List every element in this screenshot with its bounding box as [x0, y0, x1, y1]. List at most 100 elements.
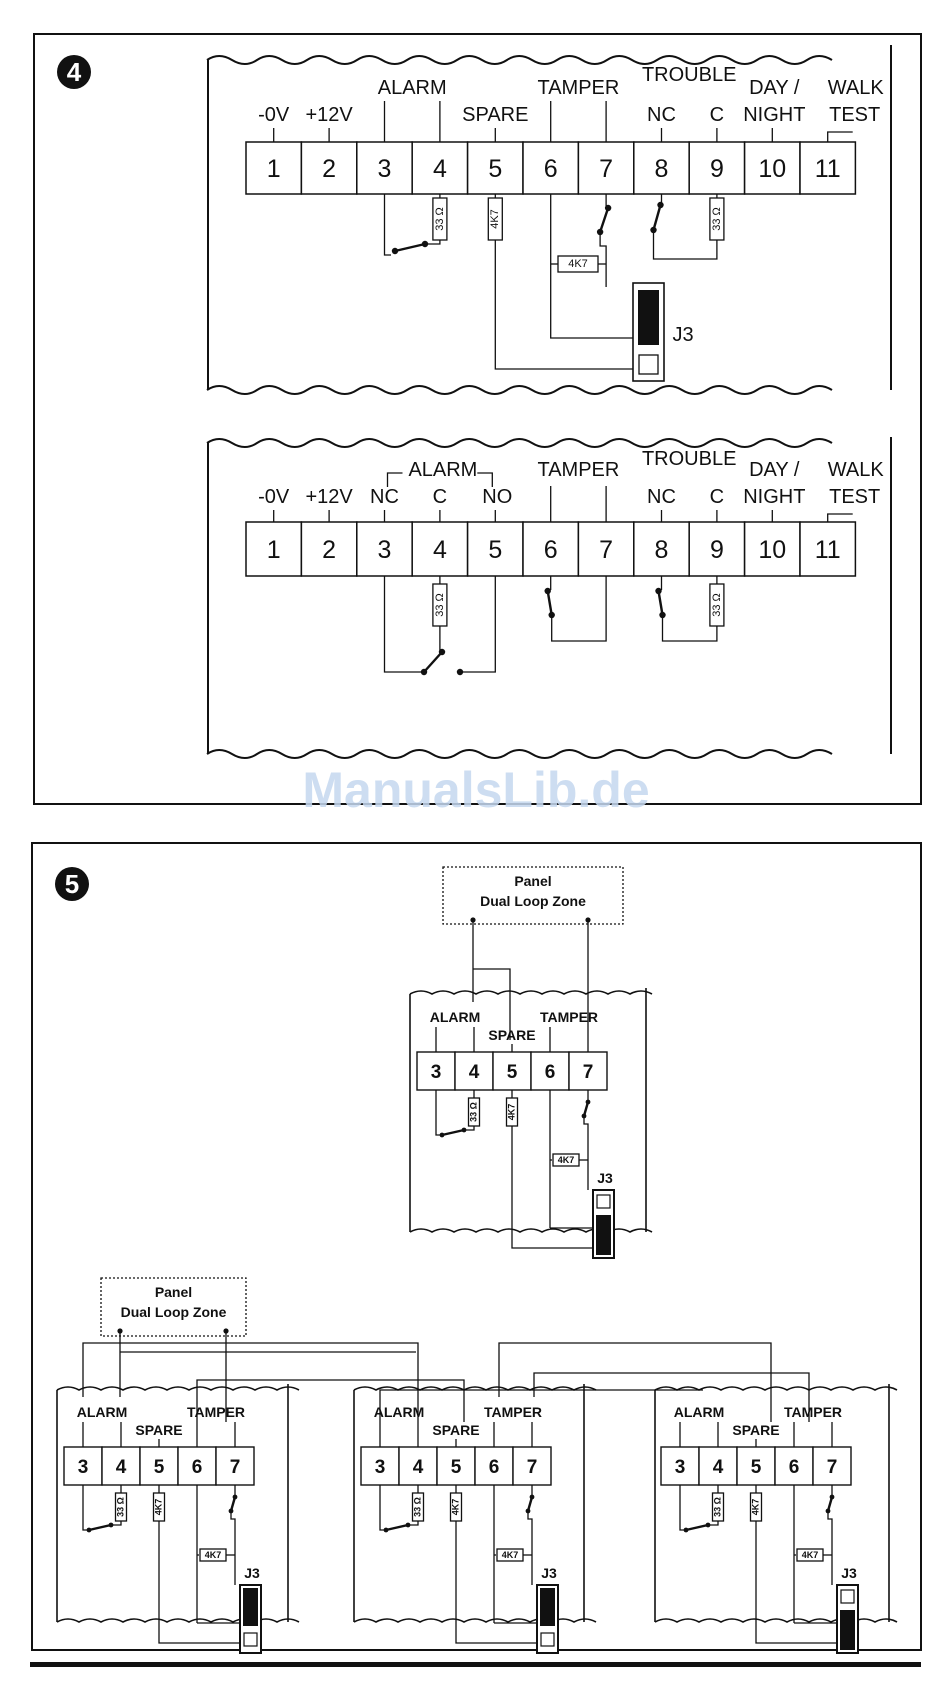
resistor-33-ohm: [114, 1492, 128, 1522]
panel-zone-label: Dual Loop Zone: [121, 1304, 227, 1320]
j3-jumper-pin: [638, 354, 659, 375]
terminal-number: 8: [655, 536, 669, 564]
alarm-wire: [408, 1521, 419, 1526]
panel-zone-label: Dual Loop Zone: [480, 893, 586, 909]
label-trouble: TROUBLE: [642, 448, 736, 470]
resistor-4k7-tamper-label: 4K7: [558, 1155, 575, 1165]
module-outline-top: [409, 990, 653, 995]
figure-5-badge: [55, 867, 89, 901]
alarm-bracket-right: [477, 472, 493, 487]
terminal-cell: [466, 141, 524, 195]
terminal-number: 1: [267, 536, 281, 564]
terminal-number: 3: [378, 155, 392, 183]
tamper-wire: [827, 1511, 833, 1585]
terminal-cell: [688, 521, 746, 577]
figure-5-badge-number: 5: [65, 869, 79, 899]
terminal-number: 3: [78, 1457, 89, 1478]
resistor-4k7-spare-label: 4K7: [153, 1499, 163, 1516]
resistor-4k7-tamper-label: 4K7: [802, 1550, 819, 1560]
label-minus-0v: -0V: [258, 486, 290, 508]
label-nc-8: NC: [647, 486, 676, 508]
terminal-number: 5: [451, 1457, 462, 1478]
tamper-wire: [583, 1116, 589, 1190]
label-c-4: C: [433, 486, 447, 508]
panel-label: Panel: [514, 873, 551, 889]
label-tamper: TAMPER: [540, 1009, 598, 1025]
top-module-outline: [206, 45, 892, 395]
label-walk: WALK: [828, 459, 885, 481]
terminal-number: 7: [583, 1062, 594, 1083]
label-nc: NC: [647, 104, 676, 126]
terminal-cell: [300, 141, 358, 195]
label-c-9: C: [710, 486, 724, 508]
label-night: NIGHT: [743, 104, 805, 126]
watermark-text: ManualsLib.de: [302, 762, 649, 818]
j3-jumper-pin: [840, 1589, 855, 1604]
chain-wire: [379, 1389, 703, 1422]
spare-wire: [158, 1521, 240, 1644]
terminal-number: 9: [710, 155, 724, 183]
switch-arm: [546, 590, 553, 616]
terminal-number: 6: [489, 1457, 500, 1478]
terminal-number: 6: [544, 536, 558, 564]
tamper-wire: [527, 1511, 533, 1585]
label-spare: SPARE: [488, 1027, 535, 1043]
label-tamper: TAMPER: [484, 1404, 542, 1420]
chain-wire: [82, 1342, 419, 1422]
switch-arm: [582, 1101, 590, 1117]
label-plus-12v: +12V: [305, 486, 353, 508]
terminal-number: 7: [599, 155, 613, 183]
terminal-number: 4: [413, 1457, 424, 1478]
j3-jumper-link: [540, 1588, 555, 1626]
label-j3: J3: [244, 1565, 260, 1581]
label-alarm: ALARM: [430, 1009, 481, 1025]
spare-wire: [455, 1521, 537, 1644]
label-spare: SPARE: [135, 1422, 182, 1438]
resistor-33-ohm-trouble: [709, 197, 725, 241]
j3-jumper-pin: [540, 1632, 555, 1647]
switch-arm: [657, 590, 664, 616]
resistor-4k7-tamper-label: 4K7: [502, 1550, 519, 1560]
terminal-number: 5: [751, 1457, 762, 1478]
module-outline-bottom: [56, 1618, 300, 1623]
resistor-33-ohm: [411, 1492, 425, 1522]
figure-4-badge-number: 4: [67, 57, 82, 87]
trouble-wire: [661, 615, 718, 642]
terminal-number: 4: [116, 1457, 127, 1478]
walk-test-tick: [827, 131, 853, 142]
label-day: DAY /: [749, 459, 800, 481]
label-j3: J3: [597, 1170, 613, 1186]
label-night: NIGHT: [743, 486, 805, 508]
label-spare: SPARE: [432, 1422, 479, 1438]
label-minus-0v: -0V: [258, 104, 290, 126]
alarm-wire: [82, 1485, 87, 1531]
alarm-wire: [460, 576, 496, 673]
resistor-33-ohm-label: 33 Ω: [712, 1497, 722, 1517]
figure-4-frame: [33, 33, 922, 805]
switch-arm: [526, 1496, 534, 1512]
resistor-33-ohm-alarm-label: 33 Ω: [434, 593, 446, 617]
terminal-number: 4: [433, 155, 447, 183]
resistor-4k7-spare-label: 4K7: [506, 1104, 516, 1121]
panel-wire-spare-link: [473, 968, 511, 1040]
terminal-number: 3: [431, 1062, 442, 1083]
terminal-cell: [577, 521, 635, 577]
label-tamper: TAMPER: [537, 459, 619, 481]
label-nc-3: NC: [370, 486, 399, 508]
j3-jumper-link: [840, 1610, 855, 1650]
module-outline-top: [353, 1386, 597, 1391]
label-walk: WALK: [828, 77, 885, 99]
j3-jumper-link: [638, 290, 659, 345]
tamper-wire: [551, 576, 607, 642]
label-alarm: ALARM: [77, 1404, 128, 1420]
switch-arm: [88, 1523, 112, 1532]
alarm-bracket-left: [386, 472, 403, 487]
switch-arm: [652, 204, 662, 231]
module-outline-bottom: [409, 1228, 653, 1233]
terminal-number: 11: [815, 536, 841, 564]
terminal-number: 6: [544, 155, 558, 183]
switch-arm: [826, 1496, 834, 1512]
terminal-number: 5: [488, 536, 502, 564]
switch-arm: [598, 207, 610, 233]
